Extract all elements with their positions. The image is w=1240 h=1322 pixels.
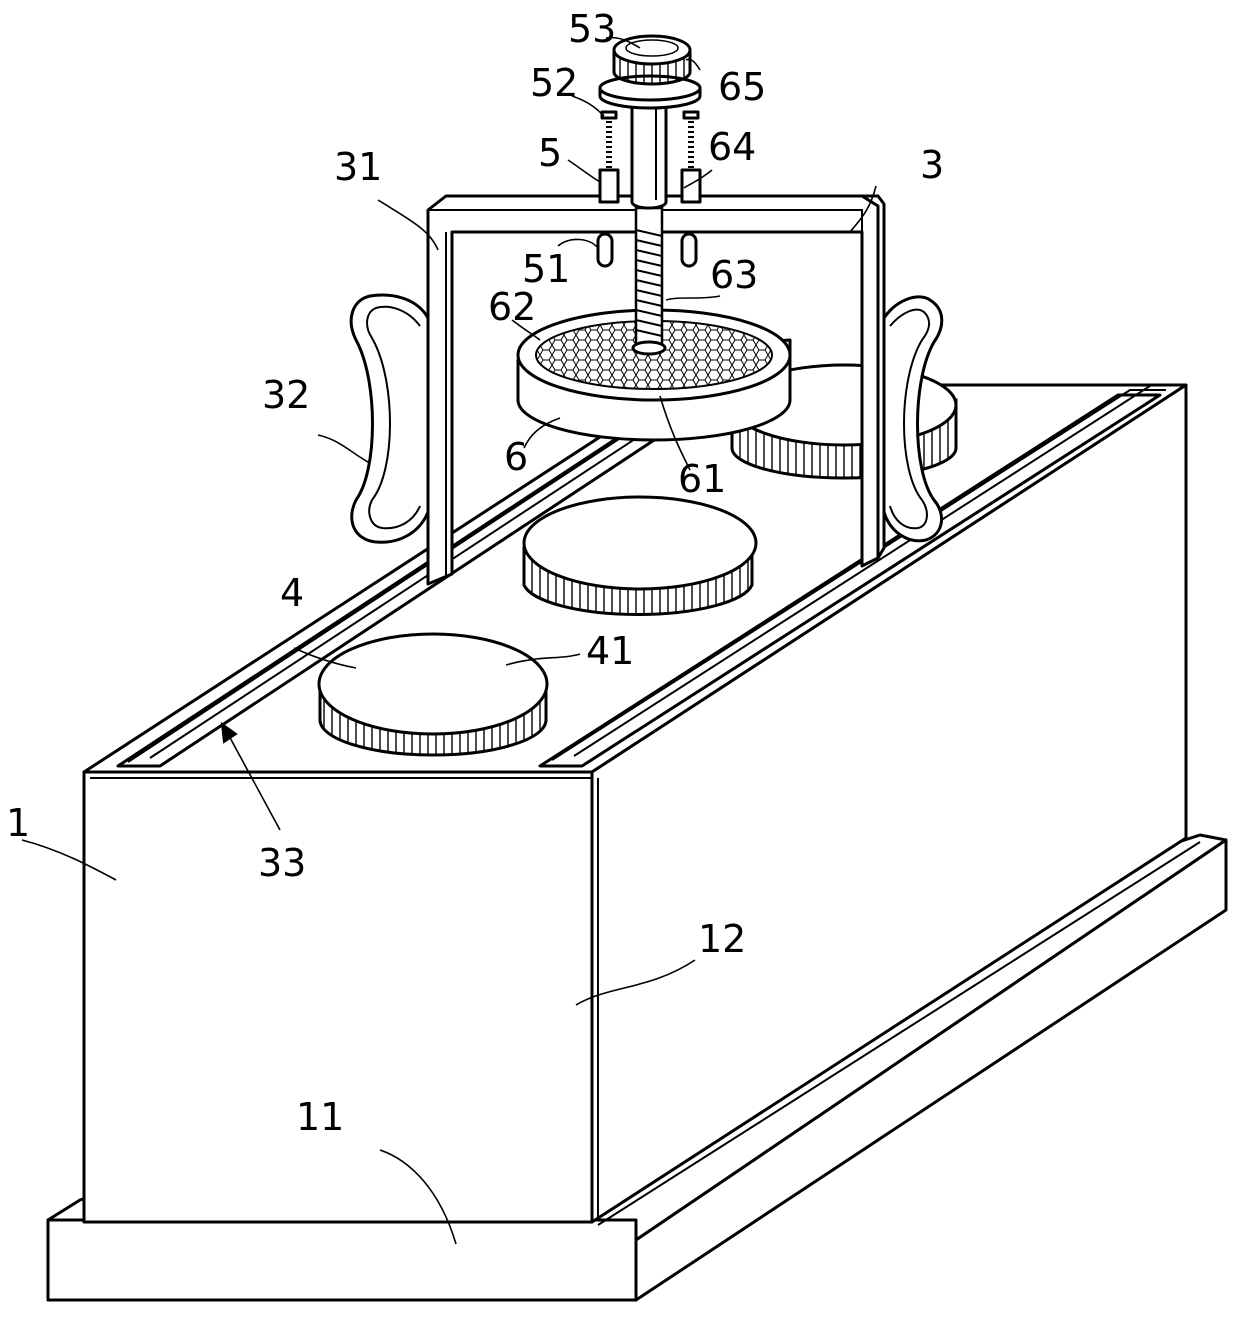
label-32: 32: [262, 373, 310, 417]
disc-front: [317, 632, 549, 757]
lead-screw: [631, 206, 667, 356]
guide-bolts: [598, 110, 702, 204]
label-4: 4: [280, 571, 304, 615]
part-labels: 1 11 12 3 31 32 33 4 41 5 51 52 53 6 61 …: [6, 7, 944, 1139]
label-11: 11: [296, 1095, 344, 1139]
right-handle: [882, 295, 944, 543]
label-62: 62: [488, 285, 536, 329]
label-53: 53: [568, 7, 616, 51]
screw-sleeve: [630, 94, 668, 210]
label-6: 6: [504, 435, 528, 479]
label-65: 65: [718, 65, 766, 109]
label-3: 3: [920, 143, 944, 187]
label-61: 61: [678, 457, 726, 501]
disc-middle: [522, 495, 758, 617]
label-64: 64: [708, 125, 756, 169]
label-52: 52: [530, 61, 578, 105]
knob: [612, 34, 692, 86]
label-51: 51: [522, 247, 570, 291]
press-plate: [516, 308, 792, 442]
leader-lines: [21, 36, 877, 1245]
label-5: 5: [538, 131, 562, 175]
label-41: 41: [586, 629, 634, 673]
slot-holes: [596, 232, 698, 268]
left-handle: [349, 293, 430, 544]
label-1: 1: [6, 801, 30, 845]
label-12: 12: [698, 917, 746, 961]
label-33: 33: [258, 841, 306, 885]
label-31: 31: [334, 145, 382, 189]
label-63: 63: [710, 253, 758, 297]
